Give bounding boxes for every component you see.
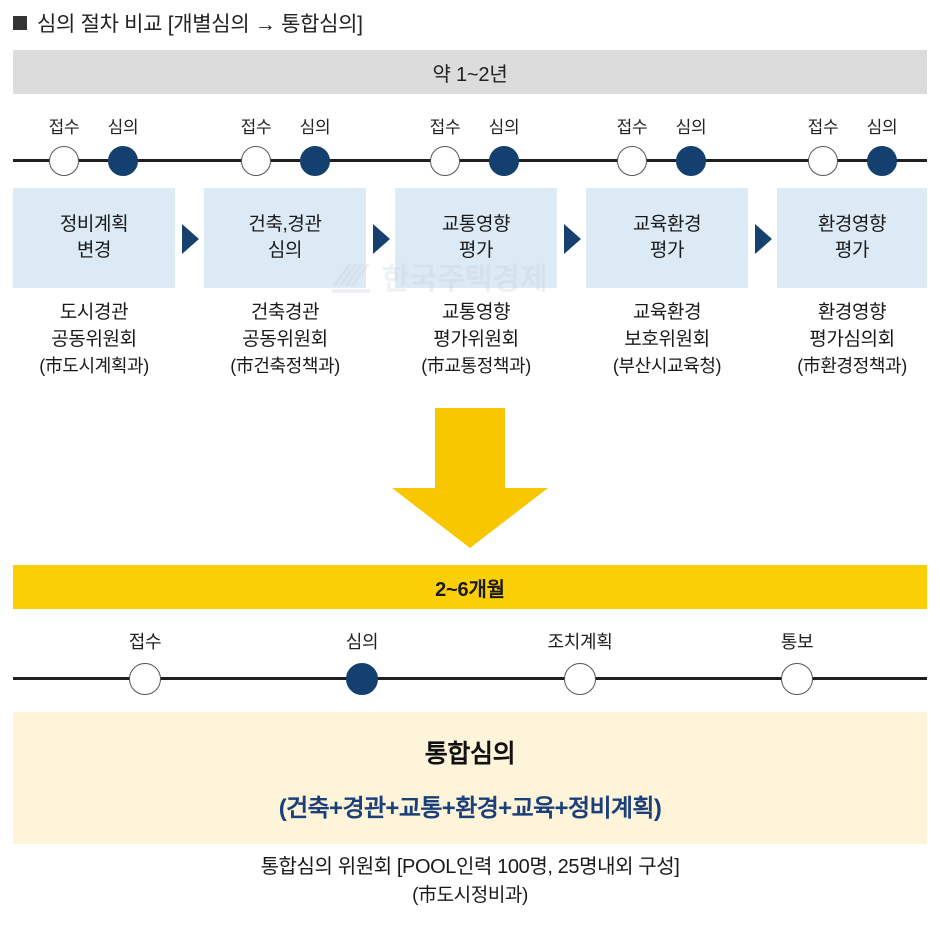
stage-box-4-line1: 교육환경: [632, 213, 702, 235]
after-step-node-1[interactable]: [129, 663, 161, 695]
timeline-node-review-4[interactable]: [676, 146, 706, 176]
timeline-label-review-1: 심의: [107, 118, 139, 137]
committee-4-line2: 보호위원회: [624, 328, 710, 350]
timeline-node-review-3[interactable]: [489, 146, 519, 176]
committee-caption-3: 교통영향 평가위원회 (市교통정책과): [395, 300, 557, 379]
committee-3-line2: 평가위원회: [433, 328, 519, 350]
timeline-label-receipt-1: 접수: [48, 118, 80, 137]
timeline-label-review-2: 심의: [299, 118, 331, 137]
stage-box-2-line1: 건축,경관: [248, 213, 322, 235]
committee-2-line1: 건축경관: [250, 302, 320, 323]
timeline-label-receipt-3: 접수: [429, 118, 461, 137]
timeline-label-receipt-2: 접수: [240, 118, 272, 137]
committee-5-line1: 환경영향: [817, 302, 887, 323]
stage-box-2-line2: 심의: [267, 240, 303, 261]
after-step-node-3[interactable]: [564, 663, 596, 695]
committee-3-line1: 교통영향: [441, 302, 511, 323]
committee-caption-2: 건축경관 공동위원회 (市건축정책과): [204, 300, 366, 379]
before-committee-captions: 도시경관 공동위원회 (市도시계획과) 건축경관 공동위원회 (市건축정책과) …: [0, 300, 940, 396]
committee-5-line2: 평가심의회: [809, 328, 895, 350]
timeline-node-review-2[interactable]: [300, 146, 330, 176]
stage-box-1-line2: 변경: [76, 240, 112, 261]
stage-box-2[interactable]: 건축,경관 심의: [204, 188, 366, 288]
after-timeline: 접수 심의 조치계획 통보: [0, 624, 940, 700]
before-stage-boxes: 정비계획 변경 건축,경관 심의 교통영향 평가 교육환경 평가 환경영향 평가: [0, 188, 940, 288]
stage-arrow-4-icon: [755, 224, 772, 254]
page-title-text: 심의 절차 비교 [개별심의 → 통합심의]: [37, 13, 363, 36]
stage-box-5[interactable]: 환경영향 평가: [777, 188, 927, 288]
committee-1-line1: 도시경관: [59, 302, 129, 323]
timeline-axis: [13, 677, 927, 680]
stage-arrow-1-icon: [182, 224, 199, 254]
committee-caption-4: 교육환경 보호위원회 (부산시교육청): [586, 300, 748, 379]
timeline-node-receipt-3[interactable]: [430, 146, 460, 176]
square-bullet-icon: [13, 16, 27, 30]
stage-box-5-line2: 평가: [834, 240, 870, 261]
committee-1-line2: 공동위원회: [51, 328, 137, 350]
stage-box-1-line1: 정비계획: [59, 213, 129, 235]
down-arrow-icon: [392, 408, 548, 548]
footer-note: 통합심의 위원회 [POOL인력 100명, 25명내외 구성] (市도시정비과…: [0, 852, 940, 911]
down-arrow-head: [392, 488, 548, 548]
stage-box-3[interactable]: 교통영향 평가: [395, 188, 557, 288]
before-duration-bar: 약 1~2년: [13, 50, 927, 94]
after-step-node-4[interactable]: [781, 663, 813, 695]
summary-title: 통합심의: [424, 739, 516, 768]
committee-4-dept: (부산시교육청): [612, 355, 722, 376]
stage-box-1[interactable]: 정비계획 변경: [13, 188, 175, 288]
timeline-axis: [13, 159, 927, 162]
committee-2-dept: (市건축정책과): [230, 355, 340, 376]
timeline-label-receipt-5: 접수: [807, 118, 839, 137]
integrated-review-summary: 통합심의 (건축+경관+교통+환경+교육+정비계획): [13, 712, 927, 844]
timeline-label-review-3: 심의: [488, 118, 520, 137]
timeline-node-receipt-4[interactable]: [617, 146, 647, 176]
committee-4-line1: 교육환경: [632, 302, 702, 323]
after-duration-label: 2~6개월: [435, 578, 505, 601]
stage-box-3-line2: 평가: [458, 240, 494, 261]
timeline-node-receipt-5[interactable]: [808, 146, 838, 176]
timeline-node-receipt-1[interactable]: [49, 146, 79, 176]
after-step-label-1: 접수: [128, 632, 162, 652]
timeline-label-review-5: 심의: [866, 118, 898, 137]
stage-box-5-line1: 환경영향: [817, 213, 887, 235]
committee-caption-1: 도시경관 공동위원회 (市도시계획과): [13, 300, 175, 379]
timeline-label-review-4: 심의: [675, 118, 707, 137]
timeline-node-review-5[interactable]: [867, 146, 897, 176]
committee-2-line2: 공동위원회: [242, 328, 328, 350]
down-arrow-shaft: [435, 408, 505, 490]
stage-arrow-2-icon: [373, 224, 390, 254]
page-title: 심의 절차 비교 [개별심의 → 통합심의]: [13, 8, 363, 38]
timeline-node-receipt-2[interactable]: [241, 146, 271, 176]
before-timeline: 접수 심의 접수 심의 접수 심의 접수 심의 접수 심의: [0, 108, 940, 180]
committee-caption-5: 환경영향 평가심의회 (市환경정책과): [777, 300, 927, 379]
committee-1-dept: (市도시계획과): [39, 355, 149, 376]
stage-arrow-3-icon: [564, 224, 581, 254]
timeline-node-review-1[interactable]: [108, 146, 138, 176]
after-step-node-2[interactable]: [346, 663, 378, 695]
after-duration-bar: 2~6개월: [13, 565, 927, 609]
after-step-label-2: 심의: [345, 632, 379, 652]
stage-box-4-line2: 평가: [649, 240, 685, 261]
before-duration-label: 약 1~2년: [432, 63, 508, 86]
footer-committee-line: 통합심의 위원회 [POOL인력 100명, 25명내외 구성]: [260, 856, 680, 878]
committee-5-dept: (市환경정책과): [797, 355, 907, 376]
footer-dept-line: (市도시정비과): [412, 885, 528, 906]
stage-box-4[interactable]: 교육환경 평가: [586, 188, 748, 288]
after-step-label-4: 통보: [780, 632, 814, 652]
timeline-label-receipt-4: 접수: [616, 118, 648, 137]
after-step-label-3: 조치계획: [547, 632, 613, 652]
committee-3-dept: (市교통정책과): [421, 355, 531, 376]
stage-box-3-line1: 교통영향: [441, 213, 511, 235]
summary-scope: (건축+경관+교통+환경+교육+정비계획): [278, 794, 662, 822]
